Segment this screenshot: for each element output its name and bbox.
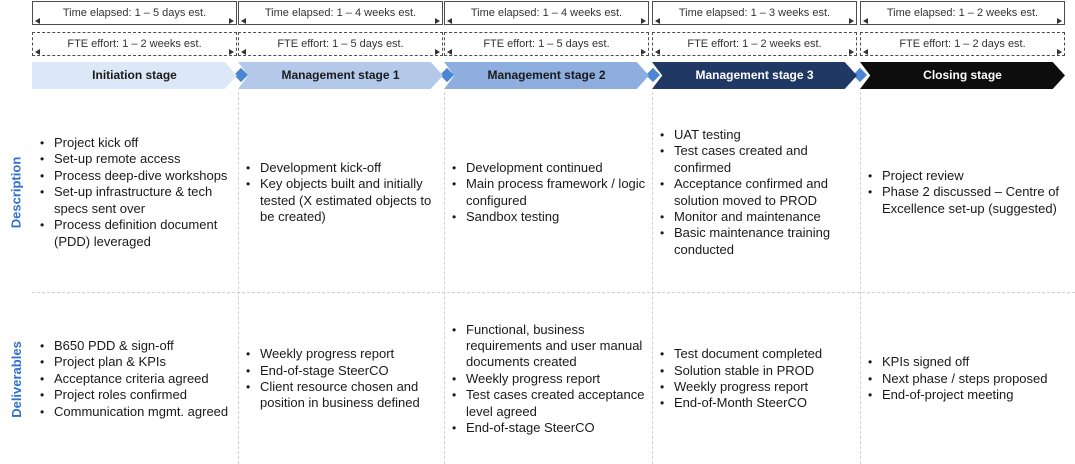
- stage-header-closing: Closing stage: [860, 62, 1065, 89]
- description-cell: Development kick-off Key objects built a…: [238, 95, 443, 290]
- list-item: End-of-project meeting: [868, 387, 1065, 404]
- list-item: Project roles confirmed: [40, 387, 237, 404]
- column-divider: [860, 92, 861, 464]
- list-item: Test document completed: [660, 346, 857, 363]
- fte-effort-box: FTE effort: 1 – 2 days est.: [860, 32, 1065, 56]
- list-item: Weekly progress report: [660, 379, 857, 396]
- time-elapsed-box: Time elapsed: 1 – 4 weeks est.: [238, 1, 443, 25]
- deliverables-list: B650 PDD & sign-off Project plan & KPIs …: [32, 338, 237, 420]
- list-item: UAT testing: [660, 127, 857, 144]
- list-item: Project review: [868, 168, 1065, 185]
- list-item: Functional, business requirements and us…: [452, 322, 649, 371]
- row-label-description: Description: [8, 156, 24, 229]
- list-item: End-of-stage SteerCO: [452, 420, 649, 437]
- list-item: Development kick-off: [246, 160, 443, 177]
- list-item: Communication mgmt. agreed: [40, 404, 237, 421]
- list-item: Process deep-dive workshops: [40, 168, 237, 185]
- stage-header-management-2: Management stage 2: [444, 62, 649, 89]
- list-item: KPIs signed off: [868, 354, 1065, 371]
- column-divider: [652, 92, 653, 464]
- list-item: Project plan & KPIs: [40, 354, 237, 371]
- description-list: Project review Phase 2 discussed – Centr…: [860, 168, 1065, 217]
- deliverables-list: Test document completed Solution stable …: [652, 346, 857, 412]
- description-list: Project kick off Set-up remote access Pr…: [32, 135, 237, 250]
- column-divider: [238, 92, 239, 464]
- list-item: Next phase / steps proposed: [868, 371, 1065, 388]
- deliverables-cell: B650 PDD & sign-off Project plan & KPIs …: [32, 295, 237, 463]
- description-list: Development kick-off Key objects built a…: [238, 160, 443, 226]
- list-item: Set-up remote access: [40, 151, 237, 168]
- list-item: Sandbox testing: [452, 209, 649, 226]
- list-item: Weekly progress report: [246, 346, 443, 363]
- list-item: Set-up infrastructure & tech specs sent …: [40, 184, 237, 217]
- list-item: Monitor and maintenance: [660, 209, 857, 226]
- list-item: Acceptance confirmed and solution moved …: [660, 176, 857, 209]
- description-cell: Project review Phase 2 discussed – Centr…: [860, 95, 1065, 290]
- list-item: Solution stable in PROD: [660, 363, 857, 380]
- stage-header-management-3: Management stage 3: [652, 62, 857, 89]
- fte-effort-box: FTE effort: 1 – 2 weeks est.: [652, 32, 857, 56]
- list-item: Process definition document (PDD) levera…: [40, 217, 237, 250]
- time-elapsed-box: Time elapsed: 1 – 3 weeks est.: [652, 1, 857, 25]
- fte-effort-box: FTE effort: 1 – 2 weeks est.: [32, 32, 237, 56]
- list-item: Test cases created acceptance level agre…: [452, 387, 649, 420]
- column-divider: [444, 92, 445, 464]
- stage-header-initiation: Initiation stage: [32, 62, 237, 89]
- list-item: Phase 2 discussed – Centre of Excellence…: [868, 184, 1065, 217]
- row-divider: [32, 292, 1075, 293]
- list-item: Project kick off: [40, 135, 237, 152]
- deliverables-list: Functional, business requirements and us…: [444, 322, 649, 437]
- description-cell: Development continued Main process frame…: [444, 95, 649, 290]
- list-item: Test cases created and confirmed: [660, 143, 857, 176]
- time-elapsed-box: Time elapsed: 1 – 5 days est.: [32, 1, 237, 25]
- time-elapsed-box: Time elapsed: 1 – 2 weeks est.: [860, 1, 1065, 25]
- description-cell: Project kick off Set-up remote access Pr…: [32, 95, 237, 290]
- row-label-deliverables: Deliverables: [8, 340, 24, 418]
- list-item: Key objects built and initially tested (…: [246, 176, 443, 225]
- list-item: Acceptance criteria agreed: [40, 371, 237, 388]
- deliverables-list: Weekly progress report End-of-stage Stee…: [238, 346, 443, 412]
- list-item: Main process framework / logic configure…: [452, 176, 649, 209]
- list-item: Development continued: [452, 160, 649, 177]
- fte-effort-box: FTE effort: 1 – 5 days est.: [444, 32, 649, 56]
- deliverables-list: KPIs signed off Next phase / steps propo…: [860, 354, 1065, 404]
- list-item: Client resource chosen and position in b…: [246, 379, 443, 412]
- deliverables-cell: KPIs signed off Next phase / steps propo…: [860, 295, 1065, 463]
- fte-effort-box: FTE effort: 1 – 5 days est.: [238, 32, 443, 56]
- deliverables-cell: Test document completed Solution stable …: [652, 295, 857, 463]
- description-list: UAT testing Test cases created and confi…: [652, 127, 857, 258]
- description-cell: UAT testing Test cases created and confi…: [652, 95, 857, 290]
- deliverables-cell: Weekly progress report End-of-stage Stee…: [238, 295, 443, 463]
- list-item: B650 PDD & sign-off: [40, 338, 237, 355]
- list-item: Weekly progress report: [452, 371, 649, 388]
- time-elapsed-box: Time elapsed: 1 – 4 weeks est.: [444, 1, 649, 25]
- list-item: End-of-Month SteerCO: [660, 395, 857, 412]
- stage-header-management-1: Management stage 1: [238, 62, 443, 89]
- list-item: Basic maintenance training conducted: [660, 225, 857, 258]
- description-list: Development continued Main process frame…: [444, 160, 649, 226]
- deliverables-cell: Functional, business requirements and us…: [444, 295, 649, 463]
- list-item: End-of-stage SteerCO: [246, 363, 443, 380]
